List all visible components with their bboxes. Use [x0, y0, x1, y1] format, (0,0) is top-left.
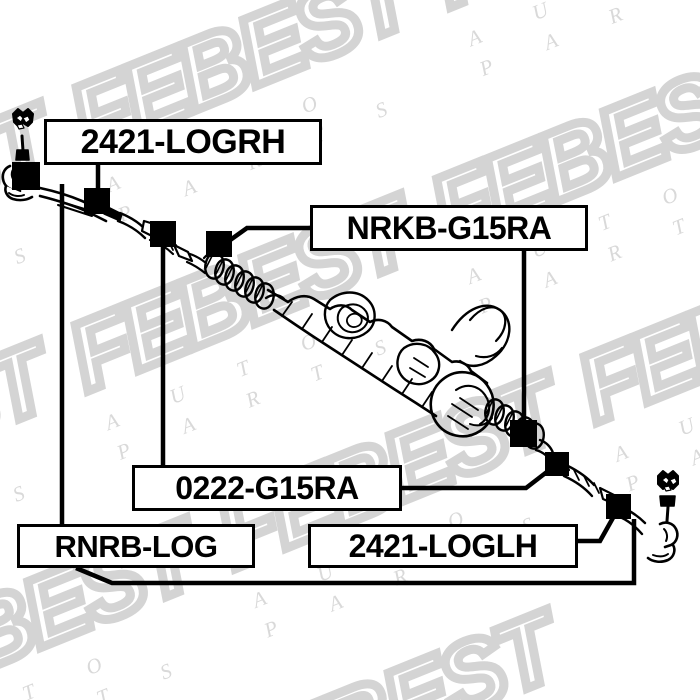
marker-boot-right: [206, 231, 232, 257]
tie-rod-end-left-assembly: [550, 453, 679, 564]
callout-label-rnrb-log: RNRB-LOG: [54, 528, 218, 564]
callout-box-rnrb-log[interactable]: RNRB-LOG: [17, 524, 255, 568]
callout-label-2421-logrh: 2421-LOGRH: [80, 123, 286, 161]
leader-0222-left: [402, 466, 554, 491]
callout-box-nrkb-g15ra[interactable]: NRKB-G15RA: [310, 205, 588, 251]
callout-label-nrkb-g15ra: NRKB-G15RA: [346, 210, 552, 246]
callout-label-0222-g15ra: 0222-G15RA: [175, 470, 359, 506]
callout-box-2421-logrh[interactable]: 2421-LOGRH: [44, 119, 322, 165]
marker-outer-rod-right: [84, 188, 110, 214]
connection-markers: [12, 162, 631, 519]
marker-inner-rod-left: [545, 452, 569, 476]
leader-2421-loglh: [578, 514, 616, 544]
leader-rnrb-bottom: [75, 519, 637, 586]
steering-rack-housing: [266, 288, 511, 438]
leader-nrkb-right-boot: [224, 225, 310, 245]
callout-label-2421-loglh: 2421-LOGLH: [348, 528, 538, 564]
marker-tie-rod-end-left: [606, 494, 631, 519]
callout-box-2421-loglh[interactable]: 2421-LOGLH: [308, 524, 578, 568]
marker-boot-left: [510, 420, 537, 447]
callout-box-0222-g15ra[interactable]: 0222-G15RA: [132, 465, 402, 511]
marker-tie-rod-end-right: [12, 162, 40, 190]
marker-inner-rod-right: [150, 221, 176, 247]
